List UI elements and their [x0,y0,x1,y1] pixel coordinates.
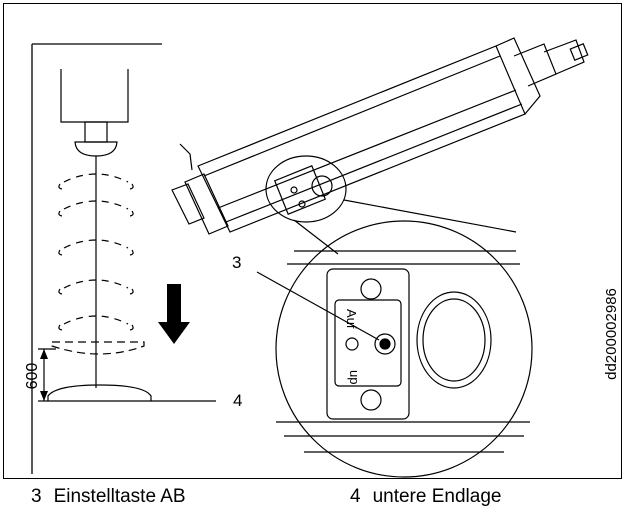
legend-text: Einstelltaste AB [53,486,186,507]
legend-num: 4 [350,486,361,507]
drawing-id: dd200002986 [603,288,620,380]
dimension-arrowheads [40,349,48,401]
technical-drawing: 600 4 3 dd200002986 [24,37,620,478]
load-lower-position [47,384,152,402]
legend-item-3: 3 Einstelltaste AB [31,486,186,508]
legend-num: 3 [31,486,42,507]
drive-housing [60,69,129,157]
callout-4: 4 [233,391,242,410]
load-upper-position [51,341,145,355]
auf-label: Auf [344,309,359,329]
detail-zoom [256,155,533,478]
chain-coils [58,173,134,331]
actuator-unit [171,37,589,235]
dimension-label: 600 [24,363,41,390]
ceiling-wall-line [31,43,162,474]
down-arrow-icon [158,284,190,344]
callout-3-leader [256,271,380,341]
callout-3: 3 [232,253,241,272]
legend-text: untere Endlage [372,486,502,507]
figure-frame: 600 4 3 dd200002986 [3,3,622,479]
up-label: up [347,370,362,384]
legend-item-4: 4 untere Endlage [350,486,501,508]
